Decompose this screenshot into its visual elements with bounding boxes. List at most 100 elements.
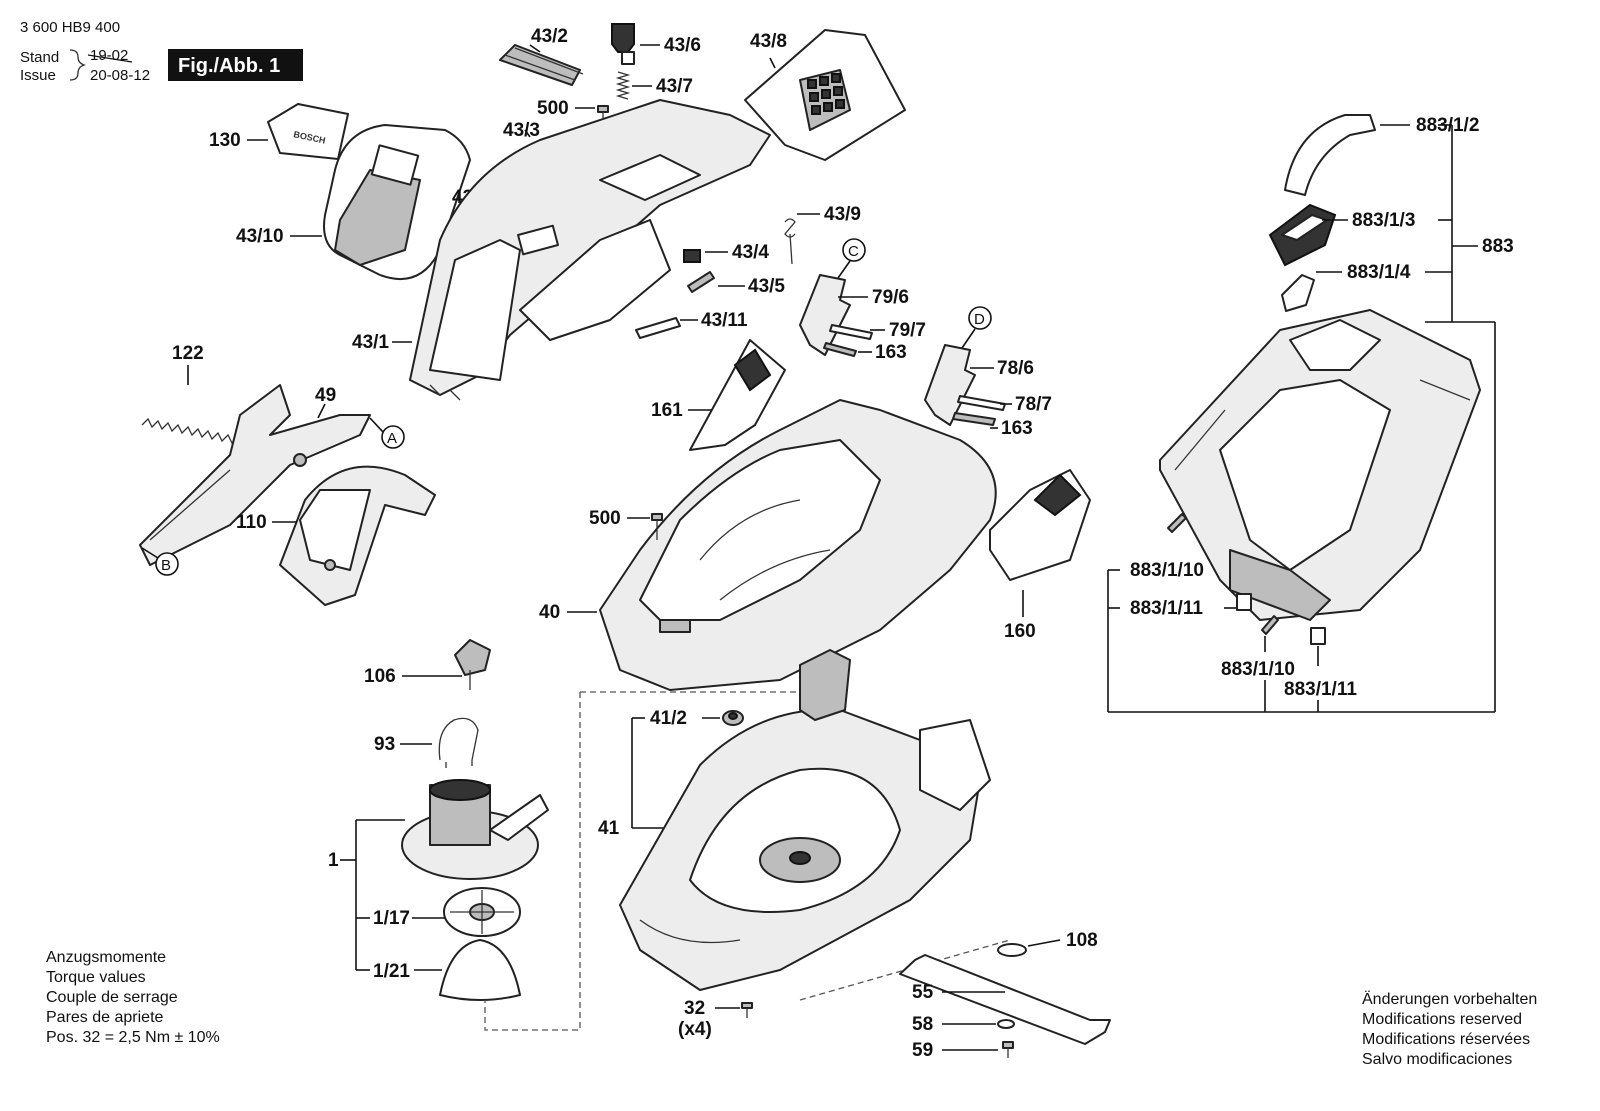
label-883-1-4: 883/1/4 [1347, 262, 1411, 283]
label-130: 130 [209, 130, 241, 151]
label-43-7: 43/7 [656, 76, 693, 97]
label-163-a: 163 [875, 342, 907, 363]
part-41-deck [619, 649, 991, 991]
label-43-5: 43/5 [748, 276, 785, 297]
marker-c: C [848, 243, 859, 260]
part-40-mid-housing [599, 399, 997, 691]
label-79-7: 79/7 [889, 320, 926, 341]
label-160: 160 [1004, 621, 1036, 642]
label-79-6: 79/6 [872, 287, 909, 308]
figure-badge [168, 49, 303, 81]
dashed-connector-left [484, 692, 581, 1031]
part-163-screw-b [952, 412, 996, 426]
label-78-6: 78/6 [997, 358, 1034, 379]
label-883-1-10-b: 883/1/10 [1221, 659, 1295, 680]
torque-line-5: Pos. 32 = 2,5 Nm ± 10% [46, 1029, 220, 1046]
label-32-qty: (x4) [678, 1019, 712, 1040]
part-43-8-control-panel [744, 29, 906, 161]
label-43-4: 43/4 [732, 242, 769, 263]
part-number: 3 600 HB9 400 [20, 19, 120, 36]
torque-line-1: Anzugsmomente [46, 949, 166, 966]
label-41: 41 [598, 818, 620, 839]
label-43-10: 43/10 [236, 226, 284, 247]
brace-icon [69, 49, 87, 81]
part-1-motor [401, 779, 549, 880]
torque-line-2: Torque values [46, 969, 146, 986]
marker-b: B [161, 557, 171, 574]
label-43-3: 43/3 [503, 120, 540, 141]
part-43-9-spring [784, 218, 796, 265]
label-1-17: 1/17 [373, 908, 410, 929]
label-49: 49 [315, 385, 336, 406]
part-883-1-3-switch [1268, 203, 1337, 267]
old-date: 19-02 [90, 47, 128, 64]
torque-notes: Anzugsmomente Torque values Couple de se… [46, 949, 220, 1046]
dashed-connector-blade [799, 939, 1011, 1001]
issue-date: 20-08-12 [90, 67, 150, 84]
issue-label: Issue [20, 67, 56, 84]
part-93-cable [438, 717, 479, 768]
marker-d: D [974, 311, 985, 328]
label-43-8: 43/8 [750, 31, 787, 52]
disclaimer-line-2: Modifications reserved [1362, 1011, 1522, 1028]
label-78-7: 78/7 [1015, 394, 1052, 415]
part-883-1-2-handle [1284, 114, 1376, 196]
part-43-7-spring [615, 71, 631, 100]
part-883-grass-box [1159, 309, 1481, 621]
disclaimer-notes: Änderungen vorbehalten Modifications res… [1362, 990, 1537, 1068]
label-122: 122 [172, 343, 204, 364]
part-1-21-belt [439, 939, 521, 1001]
figure-label: Fig./Abb. 1 [178, 55, 280, 77]
part-161-insert [689, 339, 786, 451]
label-883-1-10-a: 883/1/10 [1130, 560, 1204, 581]
label-32: 32 [684, 998, 705, 1019]
label-43-9: 43/9 [824, 204, 861, 225]
part-43-5-pin [687, 271, 715, 293]
part-43-2-clip [499, 44, 584, 86]
label-883-1-11-a: 883/1/11 [1130, 598, 1203, 619]
part-500-screw-mid [651, 513, 663, 540]
part-78-6-bracket [924, 344, 976, 426]
label-883: 883 [1482, 236, 1514, 257]
part-58-washer [997, 1019, 1015, 1029]
label-93: 93 [374, 734, 395, 755]
part-41-2-spacer [722, 710, 744, 726]
label-43-1: 43/1 [352, 332, 389, 353]
part-163-screw-a [823, 342, 857, 357]
label-40: 40 [539, 602, 560, 623]
part-43-4-knob [683, 249, 701, 263]
part-78-7-pin [957, 395, 1006, 411]
part-883-1-11-cap-a [1236, 593, 1252, 611]
label-110: 110 [236, 512, 267, 533]
marker-b-circle [155, 552, 179, 576]
marker-c-circle [842, 238, 866, 262]
marker-a-circle [381, 425, 405, 449]
torque-line-3: Couple de serrage [46, 989, 178, 1006]
label-883-1-3: 883/1/3 [1352, 210, 1415, 231]
part-1-17-fan [443, 887, 521, 937]
part-79-6-bracket [799, 274, 851, 356]
part-883-1-10-pin-a [1167, 513, 1187, 533]
part-49-lever [139, 384, 371, 566]
label-500-top: 500 [537, 98, 569, 119]
disclaimer-line-1: Änderungen vorbehalten [1362, 990, 1537, 1008]
label-55: 55 [912, 982, 934, 1003]
part-106-brush-holder [454, 639, 491, 690]
part-43-6-latch [611, 23, 635, 65]
label-883-1-11-b: 883/1/11 [1284, 679, 1357, 700]
disclaimer-line-3: Modifications réservées [1362, 1031, 1530, 1048]
part-43-11-sticker [635, 317, 681, 339]
strikethrough-line [87, 54, 133, 63]
bracket-1 [340, 819, 445, 971]
part-883-1-11-cap-b [1310, 627, 1326, 645]
header-block: 3 600 HB9 400 Stand Issue 19-02 20-08-12… [20, 19, 303, 84]
part-59-bolt [1002, 1041, 1014, 1058]
part-883-1-4-latch [1281, 274, 1315, 312]
label-43-6: 43/6 [664, 35, 701, 56]
part-160-insert [989, 469, 1091, 581]
marker-a: A [387, 430, 397, 447]
label-1-21: 1/21 [373, 961, 410, 982]
part-43-1-housing [409, 99, 771, 401]
label-500-mid: 500 [589, 508, 621, 529]
